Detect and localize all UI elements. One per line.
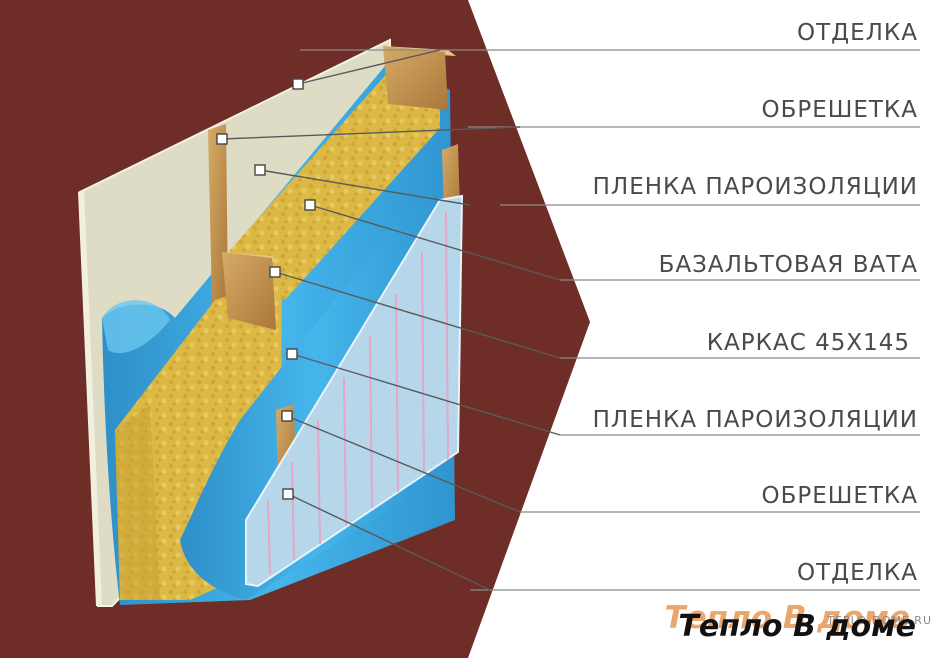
label-batten-inner: ОБРЕШЕТКА <box>761 97 918 123</box>
label-rules <box>300 49 920 591</box>
marker-basalt-wool <box>304 199 316 211</box>
marker-finish-inner <box>292 78 304 90</box>
inner-membrane-curl <box>102 300 170 354</box>
marker-frame <box>269 266 281 278</box>
stud-front <box>222 252 276 330</box>
layer-markers <box>216 78 316 500</box>
marker-batten-inner <box>216 133 228 145</box>
insulation-upper <box>228 70 440 300</box>
insulation-lower-front <box>115 405 160 600</box>
drywall-edge <box>78 189 102 606</box>
label-vapor-barrier-outer: ПЛЕНКА ПАРОИЗОЛЯЦИИ <box>592 407 918 433</box>
watermark-shadow: Тепло В доме <box>664 600 910 636</box>
label-finish-outer: ОТДЕЛКА <box>796 560 918 586</box>
label-vapor-barrier-inner: ПЛЕНКА ПАРОИЗОЛЯЦИИ <box>592 174 918 200</box>
label-batten-outer: ОБРЕШЕТКА <box>761 483 918 509</box>
marker-batten-outer <box>281 410 293 422</box>
label-basalt-wool: БАЗАЛЬТОВАЯ ВАТА <box>658 252 918 278</box>
watermark-text: Тепло В доме <box>678 609 916 644</box>
cladding-seams <box>267 211 449 575</box>
leader-lines <box>221 49 561 591</box>
marker-membrane-inner <box>254 164 266 176</box>
marker-finish-outer <box>282 488 294 500</box>
marker-membrane-outer <box>286 348 298 360</box>
watermark-site: TEPLO-DOME.RU <box>827 614 932 627</box>
stud-top <box>383 46 448 110</box>
label-frame: КАРКАС 45Х145 <box>706 330 910 356</box>
label-finish-inner: ОТДЕЛКА <box>796 20 918 46</box>
